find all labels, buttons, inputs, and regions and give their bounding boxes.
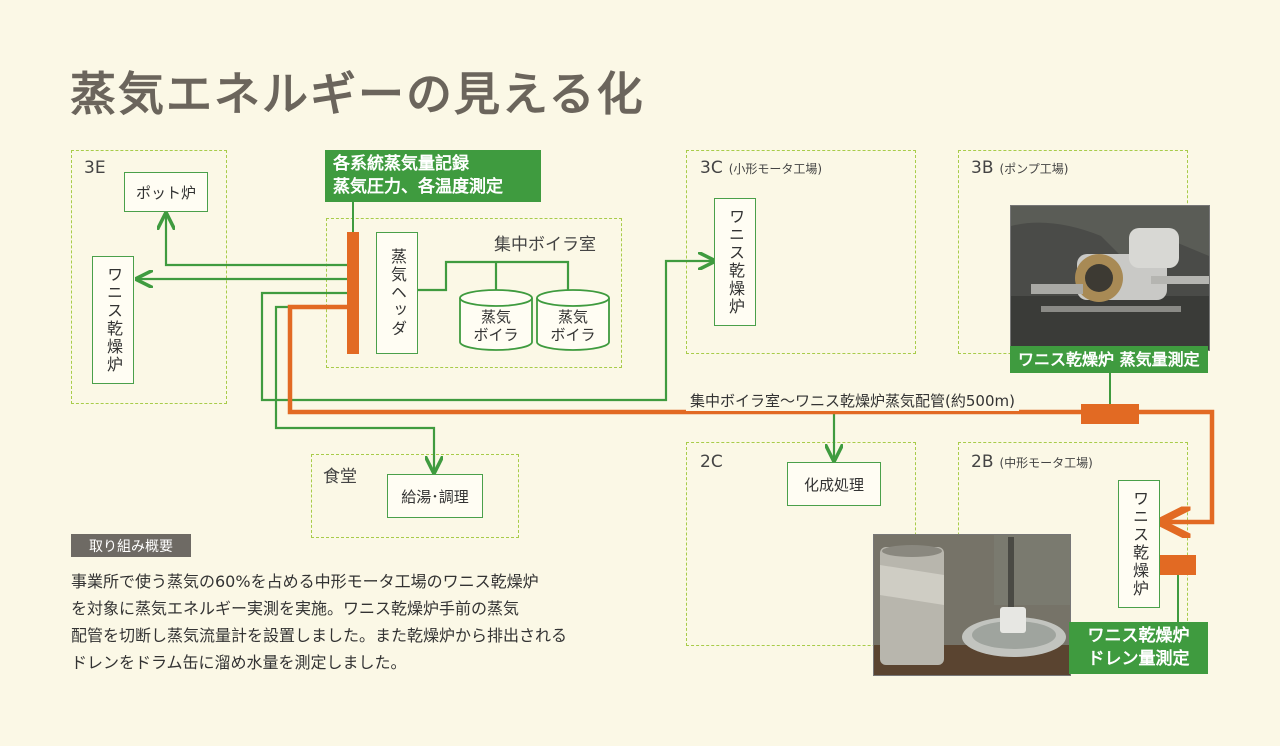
pipe-header-boilers	[418, 260, 570, 292]
zone-shokudo-label: 食堂	[323, 467, 357, 487]
zone-3c	[686, 150, 916, 354]
steam-meter-image	[1011, 206, 1209, 350]
summary-line: 配管を切断し蒸気流量計を設置しました。また乾燥炉から排出される	[71, 626, 568, 645]
page-title: 蒸気エネルギーの見える化	[70, 67, 645, 121]
drain-meter	[1160, 555, 1196, 575]
drain-photo	[873, 534, 1071, 676]
boiler-2-top	[536, 289, 610, 307]
steam-measure-callout: ワニス乾燥炉 蒸気量測定	[1010, 346, 1208, 373]
steam-header-box: 蒸気ヘッダ	[376, 232, 418, 354]
record-callout: 各系統蒸気量記録 蒸気圧力、各温度測定	[325, 150, 541, 202]
varnish-3c-box: ワニス乾燥炉	[714, 198, 756, 326]
summary-line: ドレンをドラム缶に溜め水量を測定しました。	[71, 653, 407, 672]
drain-image	[874, 535, 1070, 675]
steam-meter-photo	[1010, 205, 1210, 351]
boiler-1-top	[459, 289, 533, 307]
zone-shokudo	[311, 454, 519, 538]
zone-3c-label: 3C(小形モータ工場)	[700, 158, 823, 178]
hot-water-box: 給湯･調理	[387, 474, 483, 518]
boiler-1-shape	[459, 298, 533, 351]
pipe-varnish-3c	[260, 261, 714, 402]
summary-tag: 取り組み概要	[71, 534, 191, 557]
zone-boiler-room-label: 集中ボイラ室	[494, 235, 596, 255]
drain-measure-callout: ワニス乾燥炉 ドレン量測定	[1069, 622, 1208, 674]
boiler-2-shape	[536, 298, 610, 351]
boiler-2-label: 蒸気 ボイラ	[550, 308, 596, 344]
zone-2b-label: 2B(中形モータ工場)	[971, 452, 1093, 472]
summary-text: 事業所で使う蒸気の60%を占める中形モータ工場のワニス乾燥炉 を対象に蒸気エネル…	[71, 568, 641, 676]
zone-3b-label: 3B(ポンプ工場)	[971, 158, 1069, 178]
pot-furnace-box: ポット炉	[124, 172, 208, 212]
summary-line: を対象に蒸気エネルギー実測を実施。ワニス乾燥炉手前の蒸気	[71, 599, 520, 618]
header-manifold	[347, 232, 359, 354]
zone-3e-label: 3E	[84, 158, 106, 178]
summary-line: 事業所で使う蒸気の60%を占める中形モータ工場のワニス乾燥炉	[71, 572, 539, 591]
boiler-1-label: 蒸気 ボイラ	[473, 308, 519, 344]
pipe-label: 集中ボイラ室～ワニス乾燥炉蒸気配管(約500m)	[686, 390, 1019, 411]
zone-3e	[71, 150, 227, 404]
chemical-treatment-box: 化成処理	[787, 462, 881, 506]
varnish-3e-box: ワニス乾燥炉	[92, 256, 134, 384]
zone-2c-label: 2C	[700, 452, 723, 472]
flow-meter	[1081, 404, 1139, 424]
pipe-pot-furnace	[166, 214, 353, 267]
pipe-main-orange	[287, 304, 1215, 522]
varnish-2b-box: ワニス乾燥炉	[1118, 480, 1160, 608]
